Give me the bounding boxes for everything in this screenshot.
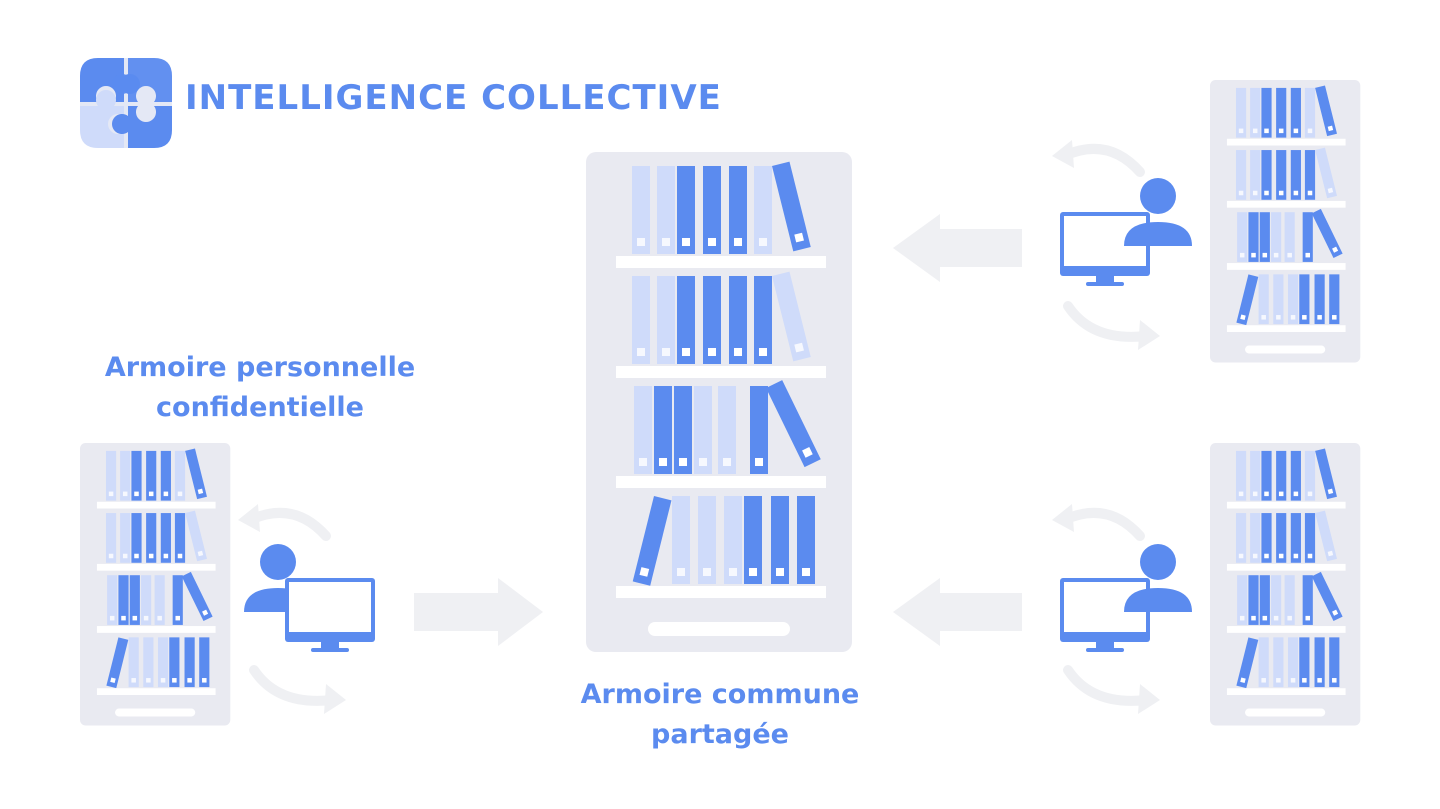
arrow-left-top-icon bbox=[893, 214, 1022, 282]
personal-label-line2: confidentielle bbox=[156, 392, 364, 423]
monitor-icon bbox=[1060, 212, 1150, 286]
remote-cabinet-top bbox=[1210, 80, 1360, 363]
remote-cabinet-bottom bbox=[1210, 443, 1360, 726]
puzzle-logo-icon bbox=[80, 58, 172, 148]
shared-cabinet-label: Armoire commune partagée bbox=[520, 675, 920, 755]
shared-cabinet bbox=[586, 152, 852, 652]
shared-label-line1: Armoire commune bbox=[580, 679, 860, 710]
personal-label-line1: Armoire personnelle bbox=[104, 352, 416, 383]
brand-title: INTELLIGENCE COLLECTIVE bbox=[185, 78, 722, 118]
personal-cabinet-label: Armoire personnelle confidentielle bbox=[60, 348, 460, 428]
arrow-right-icon bbox=[414, 578, 543, 646]
arrow-left-bottom-icon bbox=[893, 578, 1022, 646]
shared-label-line2: partagée bbox=[651, 719, 789, 750]
personal-cabinet bbox=[80, 443, 230, 726]
monitor-icon bbox=[1060, 578, 1150, 652]
monitor-icon bbox=[285, 578, 375, 652]
